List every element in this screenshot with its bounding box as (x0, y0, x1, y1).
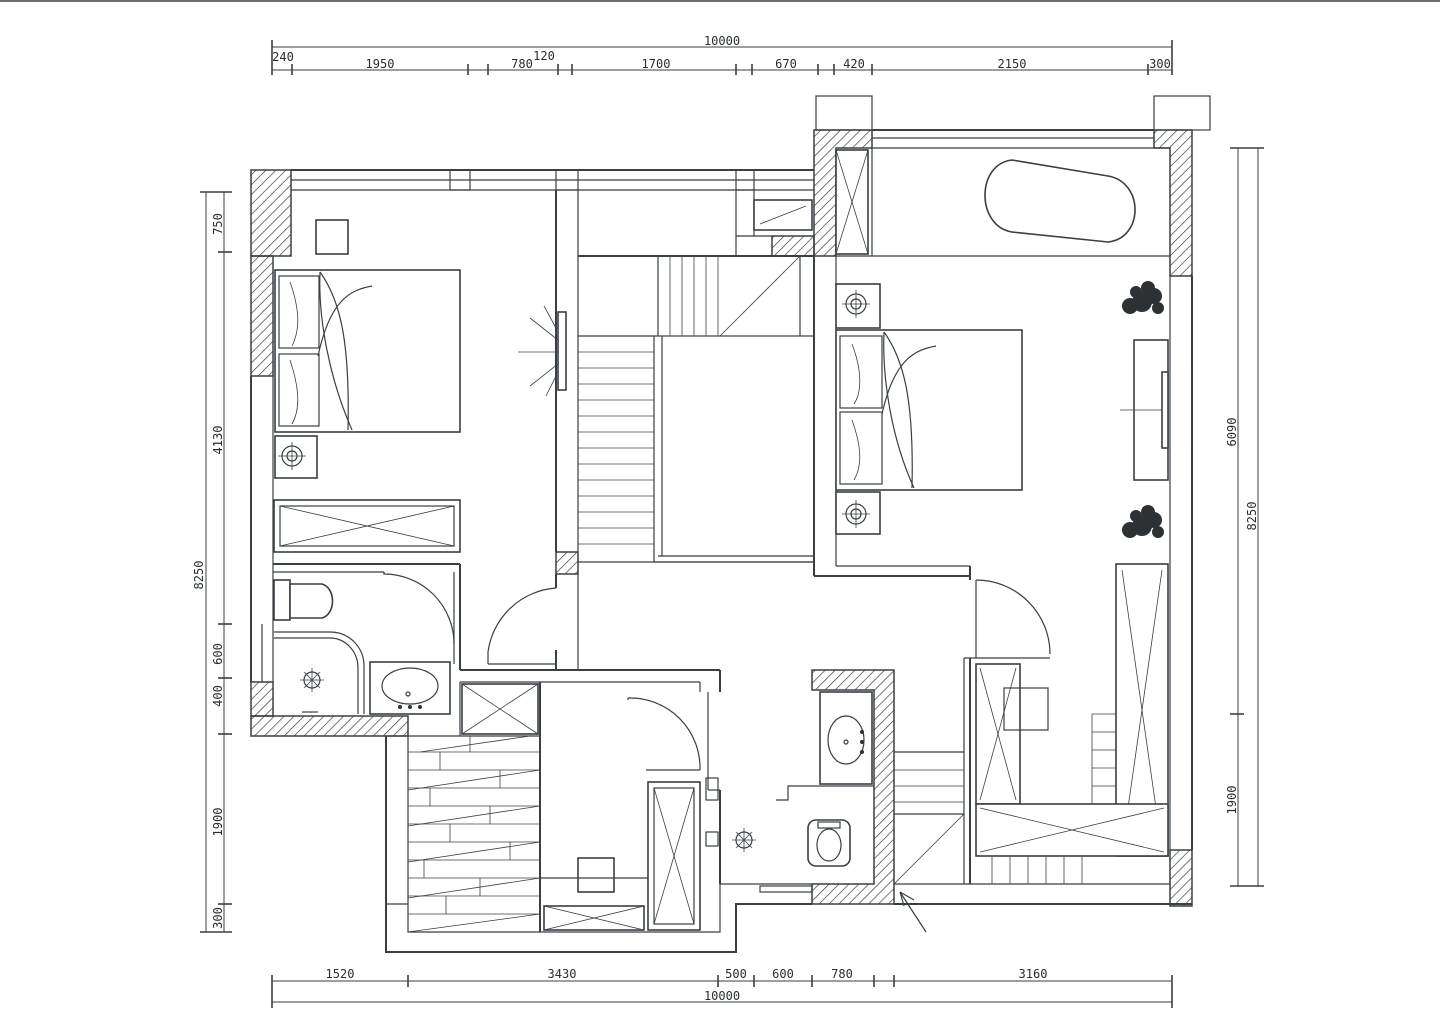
right-dimension-chain: 6090 1900 8250 (1225, 147, 1264, 887)
balcony (407, 683, 541, 933)
left-dim-1: 750 (211, 213, 225, 235)
entry-stair (893, 751, 965, 933)
side-table (315, 219, 349, 255)
vanity-sink-icon (819, 691, 873, 785)
top-dim-2: 1950 (366, 57, 395, 71)
squat-toilet-icon (807, 819, 851, 867)
bottom-dim-3: 500 (725, 967, 747, 981)
structural-columns (250, 129, 1193, 907)
wardrobe (273, 499, 461, 553)
shower-drain-icon (300, 668, 324, 692)
left-dim-2: 4130 (211, 426, 225, 455)
bottom-dimension-chain: 1520 3430 500 600 780 3160 10000 (271, 967, 1173, 1008)
shower-screen (274, 631, 365, 714)
master-bathroom (753, 149, 1136, 255)
left-dim-3: 600 (211, 643, 225, 665)
top-dim-7: 420 (843, 57, 865, 71)
master-bed (835, 329, 1023, 491)
lamp-icon-bottom (835, 491, 881, 535)
walkin-closet (975, 563, 1169, 884)
top-dim-8: 2150 (998, 57, 1027, 71)
left-bedroom (273, 219, 567, 665)
walls (250, 95, 1211, 953)
partition (776, 785, 874, 801)
top-dim-5: 1700 (642, 57, 671, 71)
top-dim-1: 240 (272, 50, 294, 64)
bottom-dim-6: 3160 (1019, 967, 1048, 981)
top-dim-4: 120 (533, 49, 555, 63)
top-dim-6: 670 (775, 57, 797, 71)
glass-partition (835, 149, 869, 255)
floor-drain-icon (732, 828, 756, 852)
bath-door-arc (383, 572, 455, 645)
double-bed (274, 269, 461, 433)
washbasin-icon (369, 661, 451, 715)
bedroom-door-arc (975, 579, 1051, 655)
bottom-dim-2: 3430 (548, 967, 577, 981)
top-dimension-chain: 10000 240 1950 780 120 1700 670 420 2150… (271, 34, 1173, 75)
study-door-arc (627, 697, 701, 771)
bathtub-icon (984, 159, 1136, 243)
toilet-icon (273, 579, 334, 621)
study-wardrobe (647, 781, 701, 931)
bottom-dim-5: 780 (831, 967, 853, 981)
left-bathroom (273, 572, 455, 715)
deck-boards (407, 735, 541, 933)
niche-shelf (753, 199, 813, 231)
desk-chair (577, 857, 615, 893)
left-dimension-chain: 750 4130 600 400 1900 300 8250 (192, 191, 232, 933)
door-swing (518, 305, 567, 397)
right-dim-2: 1900 (1225, 786, 1239, 815)
entry-arrow (899, 891, 927, 933)
top-total-label: 10000 (704, 34, 740, 48)
top-dim-9: 300 (1149, 57, 1171, 71)
bottom-dim-4: 600 (772, 967, 794, 981)
right-dim-1: 6090 (1225, 418, 1239, 447)
left-dim-4: 400 (211, 685, 225, 707)
corridor-door-arc (487, 587, 557, 664)
tv-cabinet (1120, 339, 1169, 481)
plant-icon-bottom (1122, 505, 1164, 538)
bottom-total-label: 10000 (704, 989, 740, 1003)
study-room (540, 697, 701, 931)
bottom-dim-1: 1520 (326, 967, 355, 981)
left-dim-6: 300 (211, 907, 225, 929)
master-bedroom (835, 281, 1169, 884)
left-dim-5: 1900 (211, 808, 225, 837)
plant-icon-top (1122, 281, 1164, 314)
staircase (578, 255, 815, 563)
lamp-icon-top (835, 283, 881, 329)
left-total-label: 8250 (192, 561, 206, 590)
center-bathroom (732, 691, 874, 893)
top-dim-3: 780 (511, 57, 533, 71)
lamp-icon (274, 435, 318, 479)
right-total-label: 8250 (1245, 502, 1259, 531)
